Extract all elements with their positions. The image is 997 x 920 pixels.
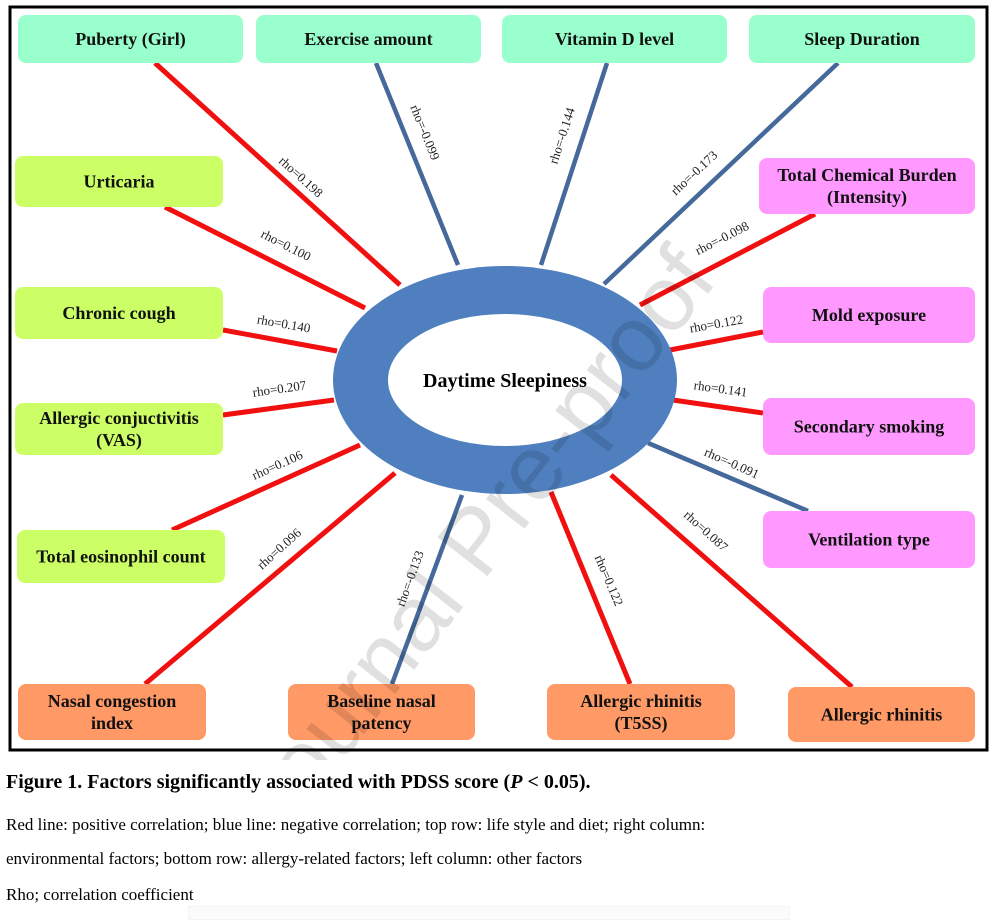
caption-line-2: environmental factors; bottom row: aller… [6,849,583,868]
factor-label: (VAS) [96,430,142,451]
factor-box-bg [17,530,225,583]
factor-label: Chronic cough [62,303,175,323]
factor-label: Allergic rhinitis [580,691,701,711]
factor-label: Nasal congestion [48,691,177,711]
correlation-diagram: Daytime Sleepiness Puberty (Girl) Exercis… [8,5,989,760]
factor-label: Puberty (Girl) [75,29,185,50]
connector-line-allergic-conjunctivitis [222,397,335,418]
factor-box-bg [18,684,206,740]
factor-label: Allergic conjuctivitis [39,408,198,428]
connector-line-vitamin-d [538,62,610,266]
connector-line-total-chemical-burden [638,211,817,308]
factor-label: Total Chemical Burden [777,165,956,185]
factor-box-bg [788,687,975,742]
factor-label: index [91,713,133,733]
factor-box-bg [547,684,735,740]
connector-line-total-eosinophil [170,442,362,533]
factor-box-allergic-conjunctivitis: Allergic conjuctivitis(VAS) [15,403,223,455]
connector-line-chronic-cough [222,327,338,354]
factor-label: Total eosinophil count [36,547,205,567]
caption-title-p: P [510,771,523,793]
caption-line-3: Rho; correlation coefficient [6,885,194,904]
factor-label: (T5SS) [614,713,667,734]
connector-line-ventilation-type [647,440,809,514]
factor-box-bg [15,287,223,339]
factor-label: Mold exposure [812,305,926,325]
connector-line-urticaria [163,204,367,311]
rho-label-secondary-smoking: rho=0.141 [693,377,748,399]
factor-box-bg [763,287,975,343]
connector-line-sleep-duration [602,61,840,286]
connector-line-allergic-rhinitis [609,473,854,689]
factor-label: (Intensity) [827,187,907,208]
factor-box-total-chemical-burden: Total Chemical Burden(Intensity) [759,158,975,214]
factor-label: Urticaria [84,172,155,192]
factor-box-bg [763,398,975,455]
rho-label-allergic-conjunctivitis: rho=0.207 [252,377,308,399]
connector-line-allergic-rhinitis-t5ss [548,491,633,685]
factor-label: Exercise amount [304,29,432,49]
connector-line-mold-exposure [669,329,764,353]
factor-box-bg [18,15,243,63]
factor-box-bg [749,15,975,63]
factor-label: Sleep Duration [804,29,920,49]
caption-title-suffix: < 0.05). [522,771,591,793]
caption-title-prefix: Figure 1. Factors significantly associat… [6,771,511,793]
caption-line-1: Red line: positive correlation; blue lin… [6,815,706,834]
factor-box-allergic-rhinitis-t5ss: Allergic rhinitis(T5SS) [547,684,735,740]
factor-label: Allergic rhinitis [821,705,942,725]
factor-label: patency [352,713,412,733]
figure-caption-title: Figure 1. Factors significantly associat… [6,771,591,794]
factor-box-bg [256,15,481,63]
factor-box-urticaria: Urticaria [15,156,223,207]
factor-label: Secondary smoking [794,417,945,437]
connector-line-nasal-congestion-index [143,471,397,686]
center-label: Daytime Sleepiness [423,370,587,392]
factor-box-bg [763,511,975,568]
factor-box-vitamin-d: Vitamin D level [502,15,727,63]
factor-label: Ventilation type [808,530,930,550]
connector-line-exercise [373,62,461,266]
connector-line-puberty [153,61,402,287]
factor-box-ventilation-type: Ventilation type [763,511,975,568]
connector-line-baseline-nasal-patency [389,494,465,685]
connector-line-secondary-smoking [672,397,764,416]
factor-box-allergic-rhinitis: Allergic rhinitis [788,687,975,742]
factor-box-mold-exposure: Mold exposure [763,287,975,343]
factor-box-bg [502,15,727,63]
center-ellipse-inner [388,314,622,446]
pdf-viewer-toolbar-remnant [188,906,790,920]
factor-box-bg [759,158,975,214]
factor-box-bg [15,156,223,207]
factor-label: Baseline nasal [327,691,436,711]
factor-box-exercise: Exercise amount [256,15,481,63]
factor-box-total-eosinophil: Total eosinophil count [17,530,225,583]
factor-box-bg [15,403,223,455]
factor-box-secondary-smoking: Secondary smoking [763,398,975,455]
factor-box-sleep-duration: Sleep Duration [749,15,975,63]
factor-box-chronic-cough: Chronic cough [15,287,223,339]
factor-box-bg [288,684,475,740]
factor-label: Vitamin D level [555,29,674,49]
factor-box-puberty: Puberty (Girl) [18,15,243,63]
